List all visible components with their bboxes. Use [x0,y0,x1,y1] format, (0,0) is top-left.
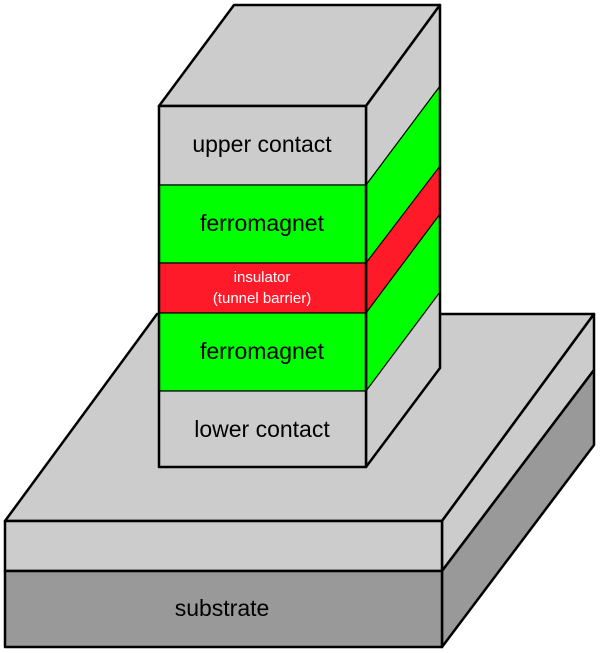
layer-lower-contact [158,390,367,468]
pillar-front-outline [157,104,368,469]
side-insulator [366,166,440,313]
upper-contact-label: upper contact [192,131,332,157]
side-lower-contact [366,292,440,467]
ferromagnet-top-label: ferromagnet [200,210,325,236]
substrate-front-face [3,569,444,649]
side-dividers [365,85,441,392]
base-block: substrate [3,312,596,649]
lower-contact-label: lower contact [194,416,330,442]
layer-ferromagnet-bottom [158,312,367,392]
side-ferromagnet-bottom [366,214,440,391]
side-upper-contact [366,5,440,185]
insulator-label: insulator [234,269,291,286]
ferromagnet-bottom-label: ferromagnet [200,338,325,364]
base-contact-front-face [3,519,444,573]
insulator-sublabel: (tunnel barrier) [213,290,311,307]
layer-insulator [158,262,367,314]
side-ferromagnet-top [366,86,440,263]
substrate-label: substrate [175,595,270,621]
pillar: upper contact ferromagnet insulator (tun… [157,3,442,469]
layer-upper-contact [158,105,367,186]
